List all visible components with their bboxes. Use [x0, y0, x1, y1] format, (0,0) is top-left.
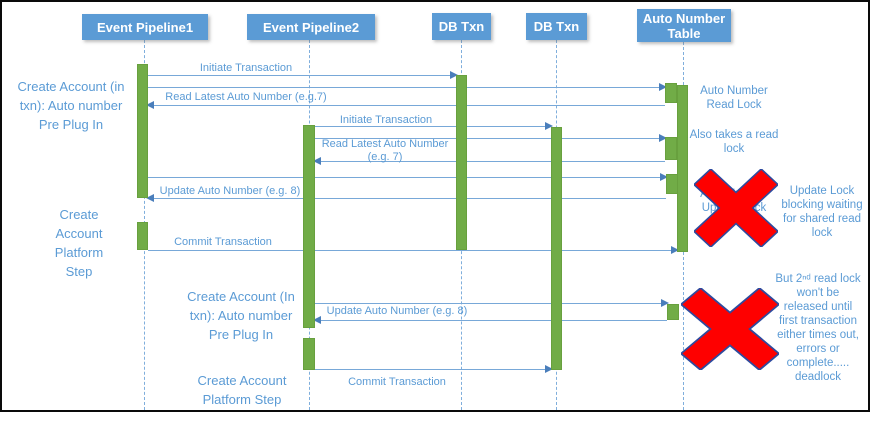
arrowhead-right-icon [450, 71, 458, 79]
step-label-platform-step-2: Create Account Platform Step [197, 373, 287, 407]
activation-update-lock-2 [667, 304, 679, 320]
arrowhead-right-icon [659, 134, 667, 142]
note-update-lock-blocking: Update Lock blocking waiting for shared … [781, 185, 863, 239]
message-arrow-update-request-1 [148, 173, 668, 181]
step-label-platform-step-1: Create Account Platform Step [54, 207, 104, 279]
arrowhead-right-icon [671, 246, 679, 254]
actor-label: Event Pipeline2 [262, 19, 360, 35]
actor-label: Event Pipeline1 [96, 19, 194, 35]
activation-db-txn-2 [551, 127, 562, 370]
message-label: Update Auto Number (e.g. 8) [326, 305, 468, 317]
activation-pipeline2-platform-step [303, 338, 315, 370]
arrowhead-left-icon [146, 101, 154, 109]
message-label: Initiate Transaction [199, 62, 293, 74]
actor-event-pipeline1: Event Pipeline1 [82, 14, 208, 40]
activation-update-lock-1 [666, 174, 678, 194]
message-label: Read Latest Auto Number (e.g.7) [165, 91, 327, 103]
arrowhead-right-icon [545, 122, 553, 130]
message-arrow-update-return-1 [146, 194, 666, 202]
message-arrow-initiate-transaction-1 [148, 71, 458, 79]
arrowhead-right-icon [545, 365, 553, 373]
arrowhead-left-icon [313, 316, 321, 324]
arrowhead-right-icon [659, 83, 667, 91]
note-auto-number-read-lock: Auto Number Read Lock [700, 85, 768, 111]
message-arrow-read-request-2 [315, 134, 667, 142]
message-label: Update Auto Number (e.g. 8) [159, 185, 301, 197]
activation-db-txn-1 [456, 75, 467, 250]
activation-pipeline1-txn [137, 64, 148, 198]
message-arrow-read-return-1 [146, 101, 665, 109]
actor-db-txn-2: DB Txn [526, 13, 587, 40]
actor-label: DB Txn [533, 19, 580, 34]
message-arrow-commit-transaction-2 [315, 365, 553, 373]
actor-label: DB Txn [438, 19, 485, 34]
message-arrow-read-return-2 [313, 157, 665, 165]
message-arrow-read-request-1 [148, 83, 667, 91]
actor-label: Auto Number Table [642, 10, 726, 41]
actor-auto-number-table: Auto Number Table [637, 9, 731, 42]
activation-auto-number-table [677, 85, 688, 252]
message-arrow-commit-transaction-1 [148, 246, 679, 254]
message-label: Read Latest Auto Number (e.g. 7) [321, 138, 449, 163]
message-label: Commit Transaction [174, 236, 272, 248]
step-label-create-account-txn-2: Create Account (In txn): Auto number Pre… [187, 289, 295, 342]
step-label-create-account-txn-1: Create Account (in txn): Auto number Pre… [17, 79, 125, 132]
blocked-x-icon [681, 288, 779, 370]
arrowhead-right-icon [661, 299, 669, 307]
message-arrow-update-request-2 [315, 299, 669, 307]
note-also-takes-read-lock: Also takes a read lock [689, 129, 779, 155]
actor-db-txn-1: DB Txn [432, 13, 491, 40]
activation-read-lock-1 [665, 83, 677, 103]
arrowhead-left-icon [313, 157, 321, 165]
actor-event-pipeline2: Event Pipeline2 [247, 14, 375, 40]
message-arrow-initiate-transaction-2 [315, 122, 553, 130]
message-label: Initiate Transaction [339, 114, 433, 126]
arrowhead-left-icon [146, 194, 154, 202]
message-arrow-update-return-2 [313, 316, 667, 324]
activation-read-lock-2 [665, 137, 677, 160]
arrowhead-right-icon [660, 173, 668, 181]
message-label: Commit Transaction [348, 376, 446, 388]
activation-pipeline2-txn [303, 125, 315, 328]
note-deadlock-explanation: But 2ⁿᵈ read lock won't be released unti… [775, 273, 861, 383]
activation-pipeline1-platform-step [137, 222, 148, 250]
blocked-x-icon [694, 169, 778, 247]
